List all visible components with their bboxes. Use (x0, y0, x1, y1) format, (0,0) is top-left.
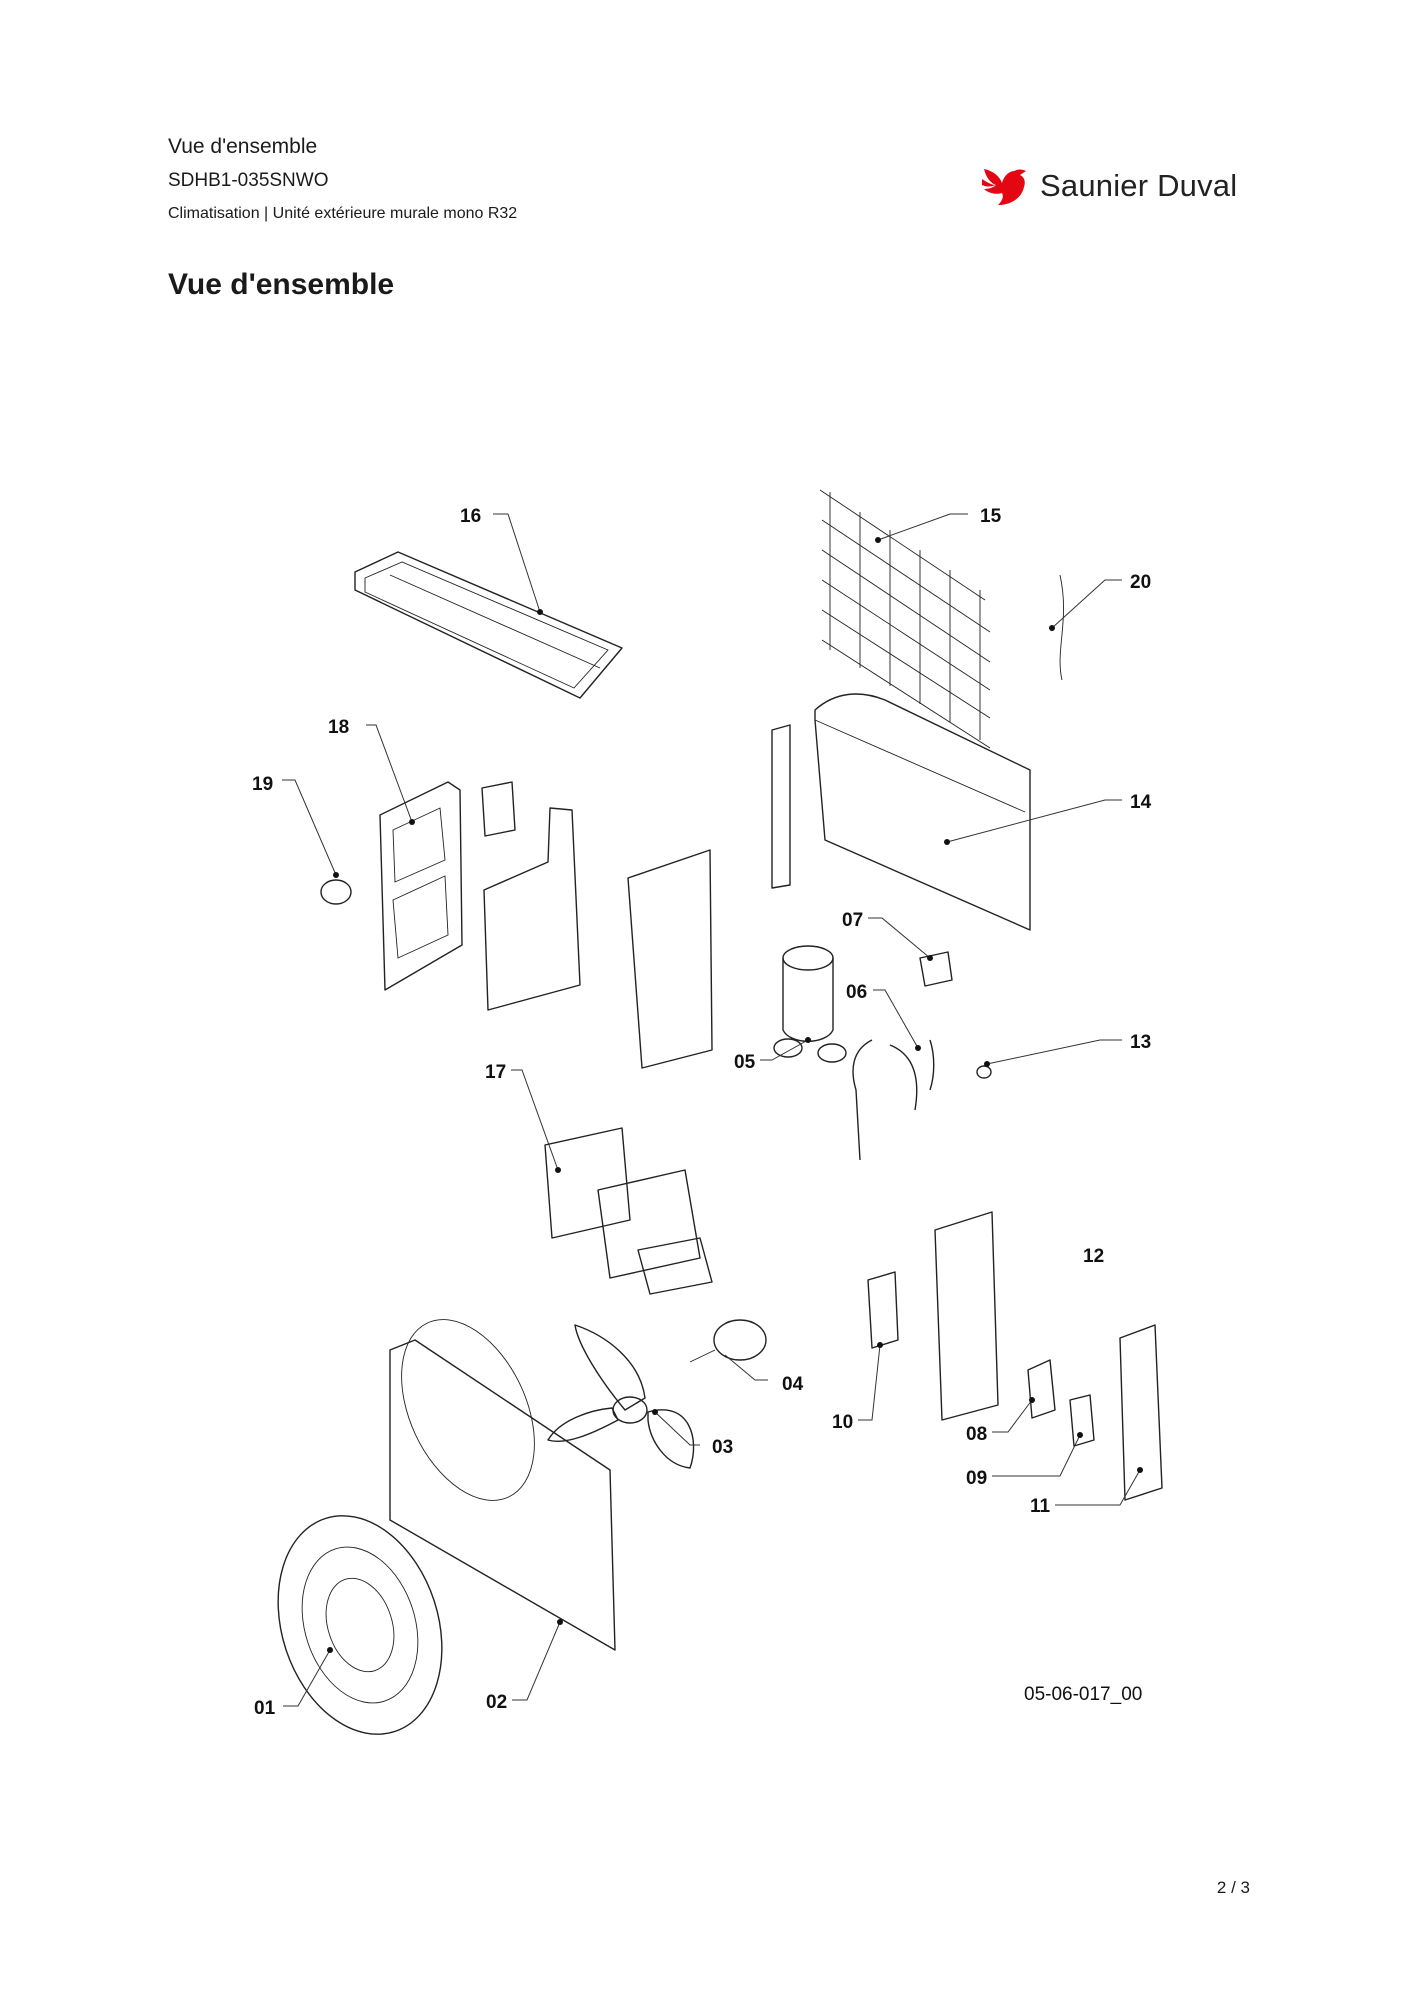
leader-lines (282, 513, 1143, 1707)
part-right-side-panel (934, 1211, 999, 1421)
bird-logo-icon (982, 169, 1026, 205)
brand-logo: Saunier Duval (980, 158, 1260, 214)
part-top-cover (354, 551, 623, 699)
callout-10: 10 (832, 1412, 853, 1433)
brand-name: Saunier Duval (1040, 168, 1238, 203)
part-fan-motor (689, 1319, 767, 1363)
callout-08: 08 (966, 1424, 987, 1445)
callout-02: 02 (486, 1692, 507, 1713)
part-valve-bracket (867, 1271, 899, 1349)
part-reactor (481, 781, 516, 837)
part-rear-guard-grid (819, 489, 991, 749)
callout-09: 09 (966, 1468, 987, 1489)
part-side-panel (379, 781, 463, 991)
callout-11: 11 (1030, 1496, 1051, 1517)
part-service-valve-small (1069, 1394, 1095, 1447)
callout-20: 20 (1130, 572, 1151, 593)
callout-13: 13 (1130, 1032, 1151, 1053)
callout-03: 03 (712, 1437, 733, 1458)
part-electrical-box (483, 807, 581, 1011)
callout-16: 16 (460, 506, 481, 527)
part-knob (320, 879, 352, 905)
page-heading: Vue d'ensemble (168, 268, 395, 301)
part-condenser-coil (771, 693, 1031, 931)
part-fan-blade (547, 1324, 695, 1469)
callout-17: 17 (485, 1062, 506, 1083)
part-front-casing (389, 1319, 616, 1651)
part-terminal-cover (919, 951, 953, 987)
callout-12: 12 (1083, 1246, 1104, 1267)
callout-19: 19 (252, 774, 273, 795)
page-number: 2 / 3 (1216, 1878, 1250, 1897)
part-front-grille (277, 1515, 443, 1735)
part-partition-plate (627, 849, 713, 1069)
document-title: Vue d'ensemble (168, 135, 318, 158)
callout-15: 15 (980, 506, 1002, 527)
callout-07: 07 (842, 910, 863, 931)
part-handle-cover (1119, 1324, 1163, 1501)
callout-06: 06 (846, 982, 867, 1003)
product-category: Climatisation | Unité extérieure murale … (168, 205, 518, 222)
part-service-valve-large (1027, 1359, 1056, 1419)
part-wire-clip (1059, 574, 1065, 681)
callout-04: 04 (782, 1374, 804, 1395)
part-control-board (544, 1127, 713, 1295)
part-compressor (773, 945, 847, 1063)
model-number: SDHB1-035SNWO (168, 170, 329, 191)
callout-14: 14 (1130, 792, 1152, 813)
diagram-reference: 05-06-017_00 (1024, 1684, 1142, 1705)
callout-01: 01 (254, 1698, 276, 1719)
part-piping-assembly (852, 1039, 935, 1161)
callout-05: 05 (734, 1052, 756, 1073)
part-sensor (976, 1065, 992, 1079)
callout-18: 18 (328, 717, 349, 738)
